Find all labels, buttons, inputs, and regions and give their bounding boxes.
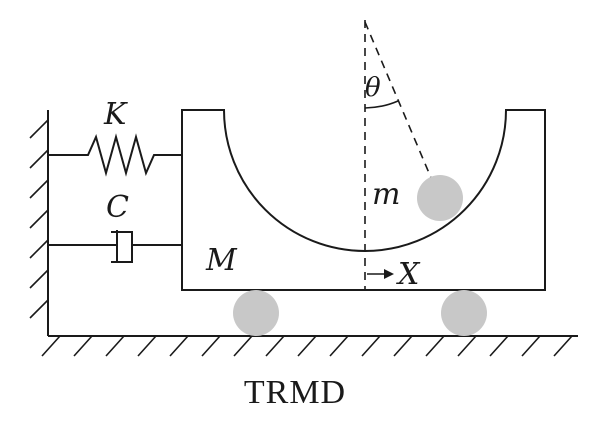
caption: TRMD <box>244 374 346 411</box>
spring-label: K <box>103 97 128 132</box>
pendulum-line <box>364 21 433 181</box>
left-wheel <box>233 290 279 336</box>
angle-arc <box>364 100 399 109</box>
damper <box>48 230 182 263</box>
pendulum-mass-label: m <box>372 177 400 212</box>
spring <box>48 133 182 177</box>
angle-label: θ <box>365 73 381 103</box>
pendulum-ball <box>417 175 463 221</box>
cart-mass-label: M <box>205 243 238 278</box>
ground <box>41 335 578 357</box>
cart-body <box>181 109 546 291</box>
right-wheel <box>441 290 487 336</box>
left-wall <box>29 110 49 336</box>
displacement-label: X <box>396 257 421 292</box>
damper-label: C <box>106 190 129 225</box>
displacement-arrow <box>367 269 394 279</box>
